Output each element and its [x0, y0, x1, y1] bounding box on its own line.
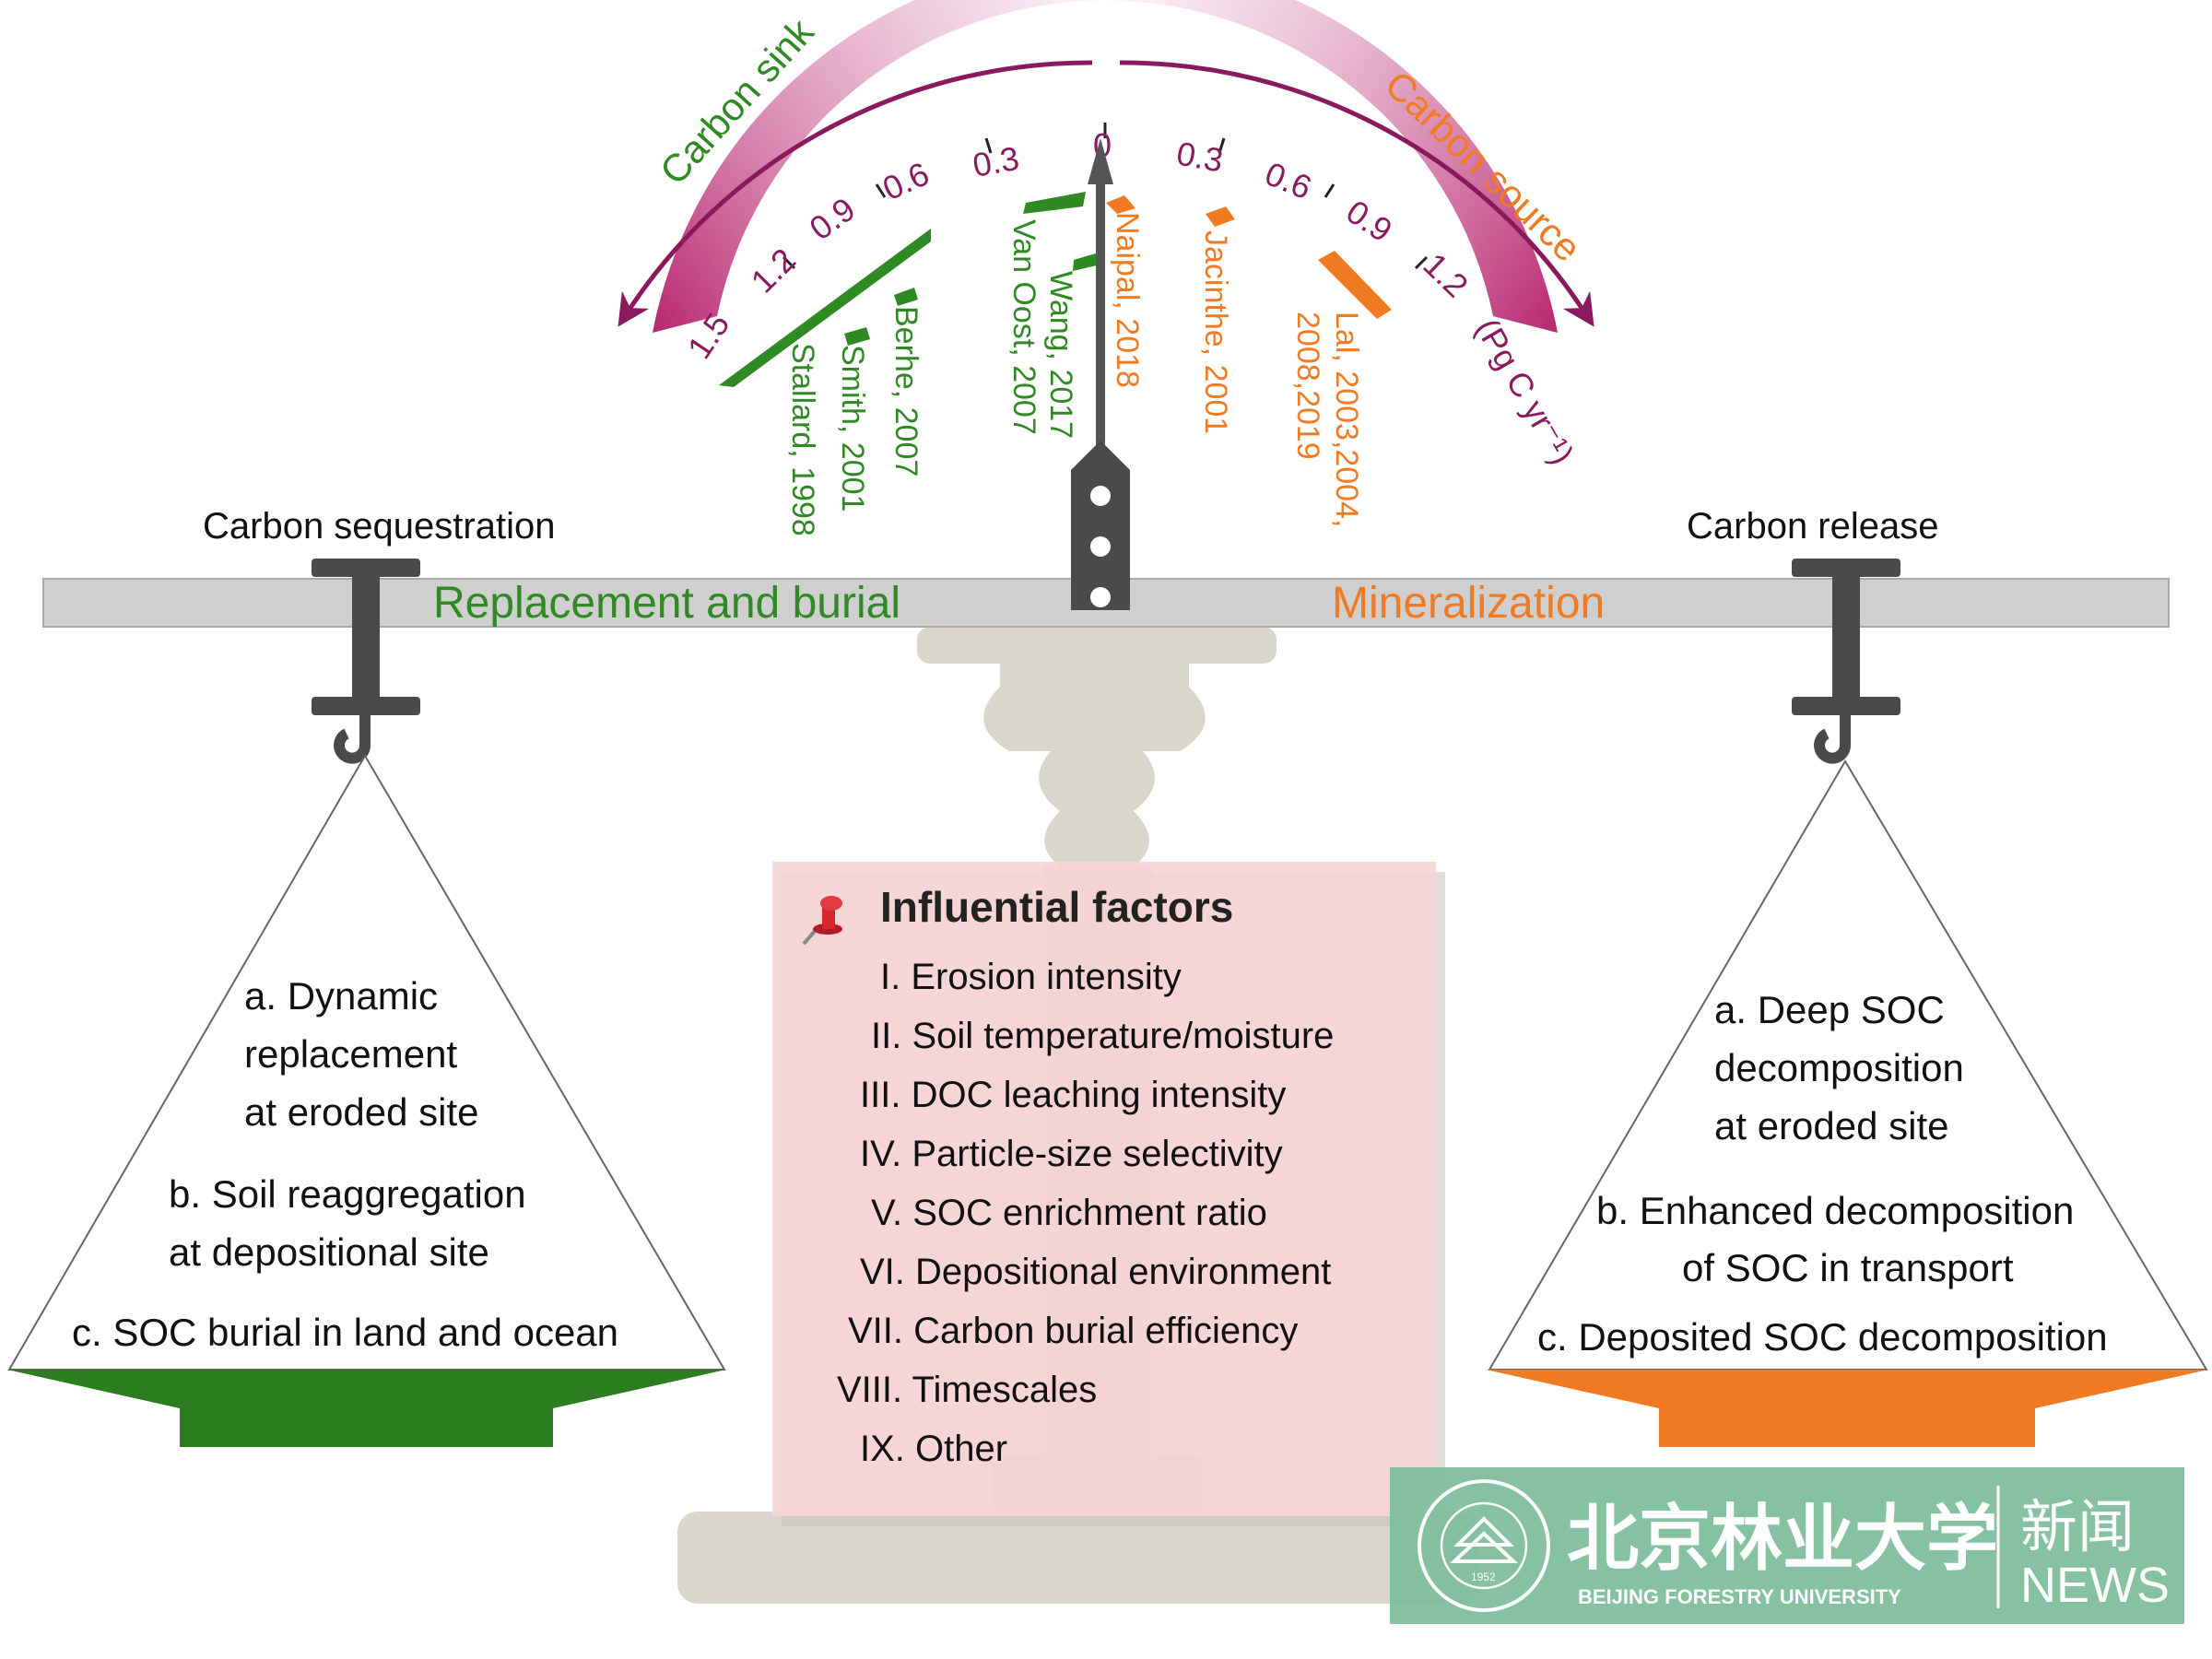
factor-item-5: V. SOC enrichment ratio: [871, 1193, 1267, 1233]
right-hanger: [1792, 559, 1900, 764]
tick-label-source-0.3: 0.3: [1174, 135, 1226, 180]
factors-title: Influential factors: [880, 883, 1233, 931]
seal-year: 1952: [1471, 1571, 1496, 1583]
right-item-b-line2: of SOC in transport: [1682, 1246, 2014, 1289]
right-item-c-line1: c. Deposited SOC decomposition: [1537, 1315, 2108, 1359]
left-item-b-line2: at depositional site: [169, 1230, 489, 1274]
gauge-needle: [1071, 138, 1130, 610]
left-item-a-line3: at eroded site: [244, 1090, 479, 1134]
ref-van-oost: Van Oost, 2007: [1006, 219, 1041, 435]
factors-box: [772, 862, 1445, 1526]
factor-item-3: III. DOC leaching intensity: [860, 1075, 1286, 1115]
right-pan: [1486, 759, 2208, 1447]
right-pan-plate: [1486, 1370, 2208, 1447]
factor-item-8: VIII. Timescales: [837, 1370, 1097, 1410]
tick-label-sink-0.6: 0.6: [877, 154, 935, 207]
left-item-b-line1: b. Soil reaggregation: [169, 1172, 526, 1216]
factor-item-7: VII. Carbon burial efficiency: [848, 1311, 1298, 1351]
ref-jacinthe: Jacinthe, 2001: [1198, 230, 1233, 434]
factor-item-9: IX. Other: [860, 1429, 1007, 1469]
right-item-a-line1: a. Deep SOC: [1714, 988, 1945, 1031]
right-item-a-line3: at eroded site: [1714, 1104, 1949, 1147]
ref-stallard: Stallard, 1998: [785, 343, 820, 536]
tick-label-source-1.2: 1.2: [1416, 245, 1475, 304]
factor-item-2: II. Soil temperature/moisture: [871, 1016, 1334, 1056]
carbon-gauge: [618, 0, 1594, 333]
ref-naipal: Naipal, 2018: [1110, 212, 1145, 388]
left-pan-title: Carbon sequestration: [203, 506, 555, 547]
factor-item-4: IV. Particle-size selectivity: [860, 1134, 1283, 1174]
left-item-a-line1: a. Dynamic: [244, 974, 438, 1018]
university-seal-icon: 1952: [1418, 1479, 1550, 1612]
tick-label-source-0.6: 0.6: [1260, 154, 1317, 206]
source-study-markers: [1106, 195, 1392, 319]
tick-label-sink-0.3: 0.3: [970, 139, 1021, 184]
tick-label-source-0.9: 0.9: [1340, 193, 1399, 250]
ref-lal-line2: 2008,2019: [1290, 312, 1325, 460]
source-direction-arrow: [1119, 60, 1594, 327]
bfu-news-watermark: 1952 北京林业大学 BEIJING FORESTRY UNIVERSITY …: [1390, 1467, 2184, 1624]
gauge-ticks: [782, 123, 1429, 270]
ref-wang: Wang, 2017: [1043, 271, 1078, 439]
ref-lal-line1: Lal, 2003,2004,: [1329, 312, 1364, 527]
sink-study-markers: [719, 192, 1099, 387]
right-item-b-line1: b. Enhanced decomposition: [1596, 1189, 2074, 1232]
university-name-chinese: 北京林业大学: [1567, 1498, 1998, 1581]
tick-label-sink-0.9: 0.9: [803, 190, 863, 248]
right-pan-title: Carbon release: [1687, 506, 1939, 547]
ref-berhe: Berhe, 2007: [888, 306, 924, 477]
tick-label-sink-1.2: 1.2: [744, 241, 803, 300]
news-label-english: NEWS: [2020, 1558, 2170, 1613]
left-pan-plate: [7, 1370, 726, 1447]
factor-item-1: I. Erosion intensity: [880, 957, 1182, 997]
left-hanger: [312, 559, 420, 764]
news-label-chinese: 新闻: [2020, 1493, 2135, 1560]
unit-label: (Pg C yr⁻¹): [1468, 312, 1582, 471]
pushpin-icon: [802, 896, 842, 946]
right-item-a-line2: decomposition: [1714, 1046, 1964, 1089]
beam-left-label: Replacement and burial: [433, 579, 900, 628]
ref-smith: Smith, 2001: [835, 345, 870, 512]
beam-right-label: Mineralization: [1332, 579, 1605, 628]
left-pan: [7, 754, 726, 1447]
left-item-c-line1: c. SOC burial in land and ocean: [72, 1311, 618, 1354]
factor-item-6: VI. Depositional environment: [860, 1252, 1331, 1292]
university-name-english: BEIJING FORESTRY UNIVERSITY: [1578, 1585, 1901, 1608]
sink-direction-arrow: [618, 60, 1093, 327]
left-item-a-line2: replacement: [244, 1032, 457, 1076]
